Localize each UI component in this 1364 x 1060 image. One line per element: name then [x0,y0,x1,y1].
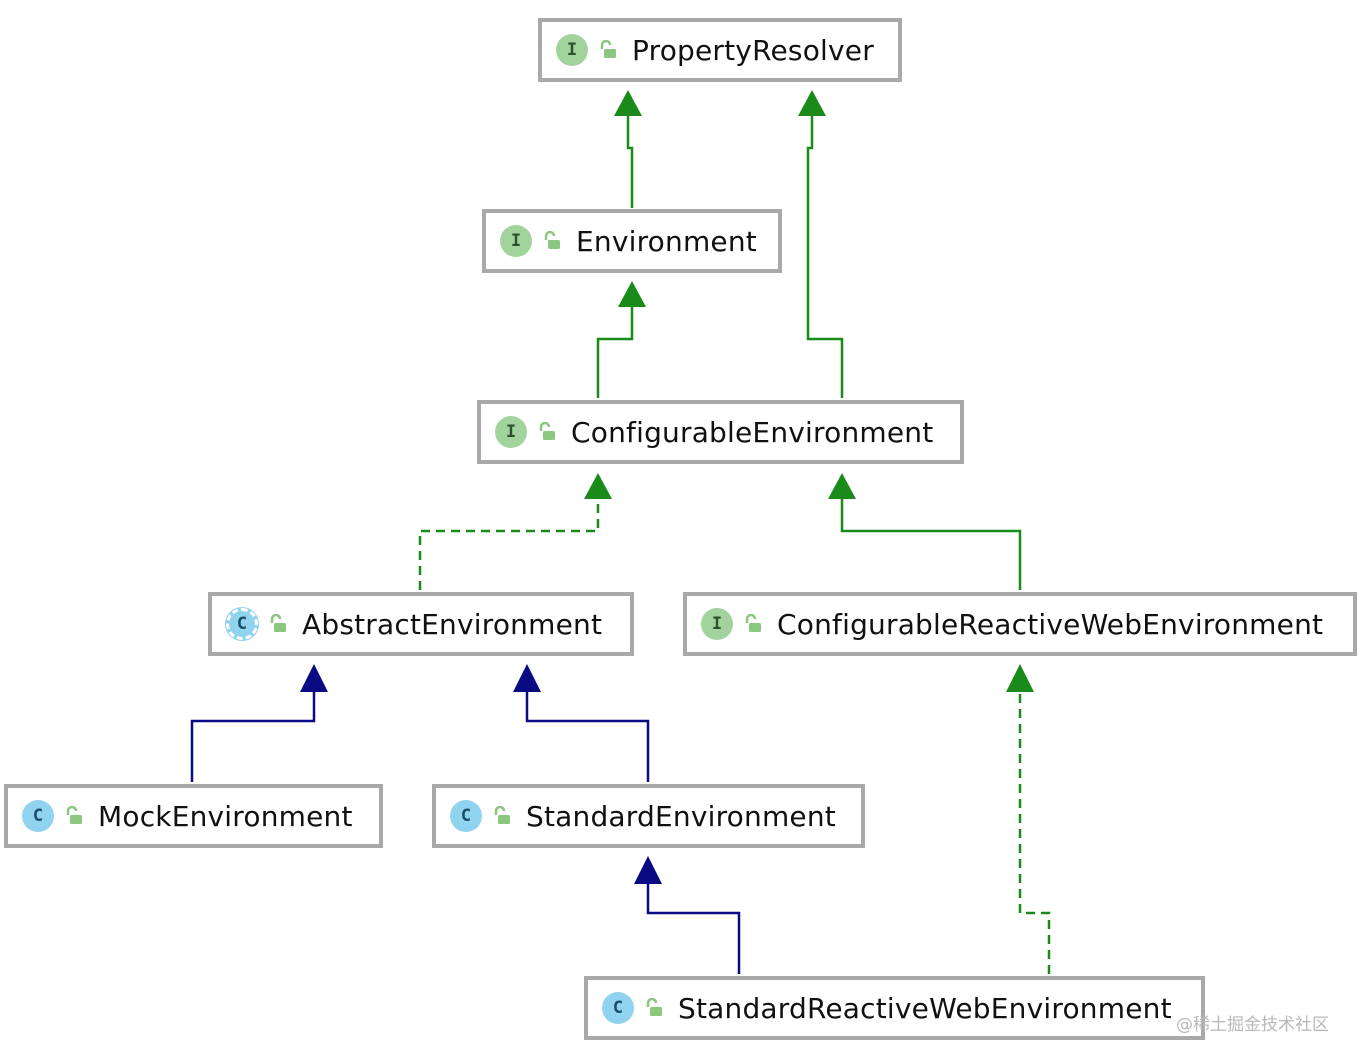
unlocked-padlock-icon [542,231,562,251]
node-label: ConfigurableEnvironment [571,415,934,449]
edge-standard-environment-to-abstract-environment [525,690,650,782]
arrowhead-interface-extends [798,90,826,116]
edge-configurable-reactive-web-environment-to-configurable-environment [840,498,1022,590]
unlocked-padlock-icon [644,998,664,1018]
edge-configurable-environment-to-environment [596,306,634,398]
node-mock-environment[interactable]: C MockEnvironment [4,784,383,848]
arrowhead-class-extends [300,664,328,692]
class-icon: C [450,800,482,832]
edge-configurable-environment-to-property-resolver [806,114,844,398]
node-label: StandardEnvironment [526,799,836,833]
edge-environment-to-property-resolver [626,114,634,208]
node-label: MockEnvironment [98,799,353,833]
node-standard-reactive-web-environment[interactable]: C StandardReactiveWebEnvironment [584,976,1205,1040]
arrowhead-implements [1006,664,1034,692]
edge-abstract-environment-to-configurable-environment [418,498,600,590]
edge-mock-environment-to-abstract-environment [190,690,316,782]
unlocked-padlock-icon [598,40,618,60]
unlocked-padlock-icon [743,614,763,634]
interface-icon: I [495,416,527,448]
node-abstract-environment[interactable]: C AbstractEnvironment [208,592,634,656]
unlocked-padlock-icon [492,806,512,826]
edge-standard-reactive-web-environment-to-standard-environment [646,882,741,974]
unlocked-padlock-icon [64,806,84,826]
node-configurable-environment[interactable]: I ConfigurableEnvironment [477,400,964,464]
node-label: PropertyResolver [632,33,874,67]
arrowhead-interface-extends [828,473,856,499]
unlocked-padlock-icon [268,614,288,634]
interface-icon: I [556,34,588,66]
class-icon: C [602,992,634,1024]
arrowhead-interface-extends [618,281,646,307]
node-standard-environment[interactable]: C StandardEnvironment [432,784,865,848]
node-label: AbstractEnvironment [302,607,603,641]
arrowhead-class-extends [513,664,541,692]
class-icon: C [22,800,54,832]
unlocked-padlock-icon [537,422,557,442]
interface-icon: I [500,225,532,257]
watermark: @稀土掘金技术社区 [1176,1015,1329,1035]
node-property-resolver[interactable]: I PropertyResolver [538,18,902,82]
node-configurable-reactive-web-environment[interactable]: I ConfigurableReactiveWebEnvironment [683,592,1357,656]
node-label: Environment [576,224,757,258]
node-environment[interactable]: I Environment [482,209,782,273]
arrowhead-class-extends [634,856,662,884]
arrowhead-implements [584,473,612,499]
node-label: StandardReactiveWebEnvironment [678,991,1172,1025]
node-label: ConfigurableReactiveWebEnvironment [777,607,1324,641]
abstract-class-icon: C [226,608,258,640]
interface-icon: I [701,608,733,640]
arrowhead-interface-extends [614,90,642,116]
edge-standard-reactive-web-environment-to-configurable-reactive-web-environment [1018,690,1051,974]
